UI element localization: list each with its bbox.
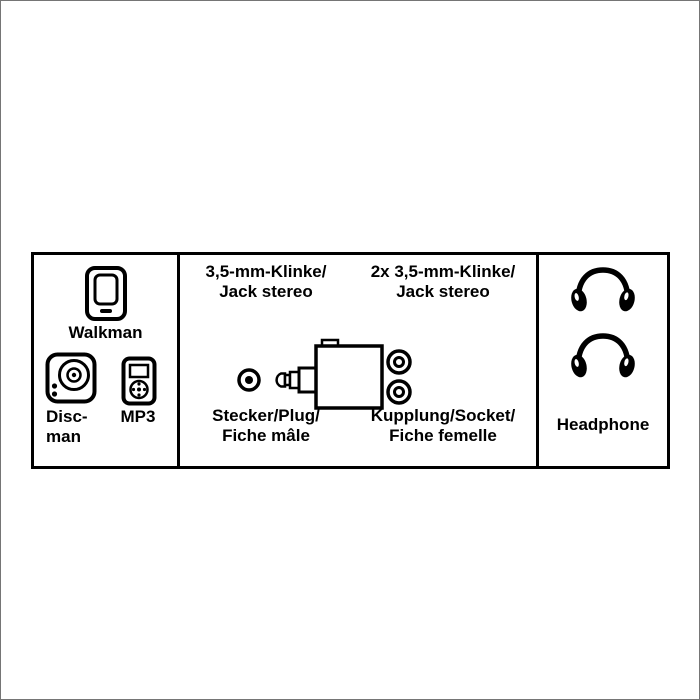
discman-label-line1: Disc- (46, 407, 88, 426)
walkman-label: Walkman (68, 323, 143, 342)
plug-caption-line2: Fiche mâle (222, 426, 310, 445)
panel-adapter: 3,5-mm-Klinke/ Jack stereo 2x 3,5-mm-Kli… (180, 255, 539, 466)
socket-caption-label: Kupplung/Socket/ Fiche femelle (352, 406, 534, 446)
diagram-band: Walkman Disc- man (31, 252, 670, 469)
headphone-icon-top (571, 267, 635, 312)
plug-caption-label: Stecker/Plug/ Fiche mâle (180, 406, 352, 446)
walkman-icon (84, 266, 127, 321)
socket-type-label: 2x 3,5-mm-Klinke/ Jack stereo (352, 262, 534, 302)
plug-caption-line1: Stecker/Plug/ (212, 406, 320, 425)
panel-headphones: Headphone (539, 255, 667, 466)
plug-type-line2: Jack stereo (219, 282, 313, 301)
discman-label-line2: man (46, 427, 81, 446)
socket-caption-line1: Kupplung/Socket/ (370, 406, 516, 425)
mp3-label: MP3 (120, 407, 156, 426)
discman-icon (45, 352, 97, 404)
plug-type-label: 3,5-mm-Klinke/ Jack stereo (180, 262, 352, 302)
discman-label: Disc- man (46, 407, 88, 447)
socket-type-line2: Jack stereo (396, 282, 490, 301)
mp3-player-icon (121, 356, 157, 406)
socket-caption-line2: Fiche femelle (389, 426, 497, 445)
adapter-illustration-icon (237, 338, 412, 410)
plug-type-line1: 3,5-mm-Klinke/ (205, 262, 327, 281)
panel-source-devices: Walkman Disc- man (34, 255, 180, 466)
headphone-icon-bottom (571, 333, 635, 378)
headphone-label: Headphone (556, 415, 650, 434)
socket-type-line1: 2x 3,5-mm-Klinke/ (370, 262, 516, 281)
